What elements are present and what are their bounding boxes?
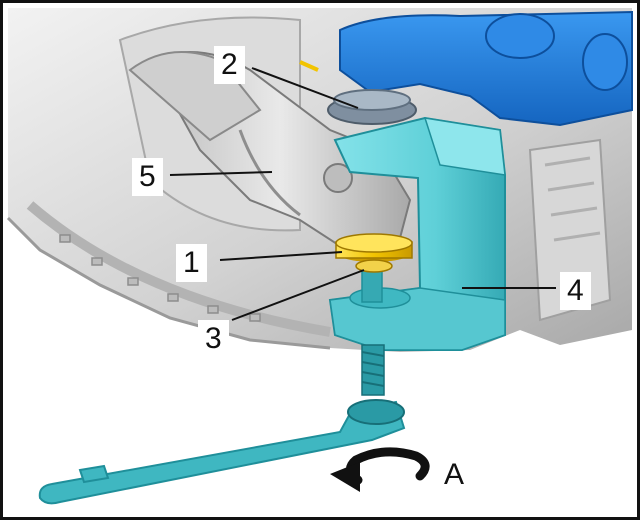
press-tool [328,116,506,396]
callout-2: 2 [214,46,245,84]
steering-knuckle [299,10,633,127]
callout-3: 3 [198,320,229,358]
leader-lines [169,67,556,321]
leader-line-5 [169,171,273,176]
leader-line-1 [219,251,343,261]
leader-line-3 [231,269,365,321]
leader-line-2 [251,67,359,109]
callout-5: 5 [132,158,163,196]
rotation-arrow [330,447,430,492]
callout-1: 1 [176,244,207,282]
rotation-label: A [444,458,465,491]
nut-and-thrust-piece [335,233,413,273]
wrench-tool [38,399,406,505]
callout-4: 4 [560,272,591,310]
ball-joint-boot [327,89,417,125]
